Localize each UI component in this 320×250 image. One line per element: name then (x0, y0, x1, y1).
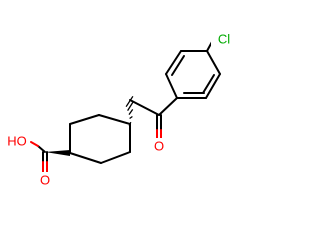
carboxyl-oxygen-label: O (40, 173, 50, 188)
ring-bond (69, 114, 100, 125)
aryl-bond (158, 97, 178, 116)
chlorine-label: Cl (218, 32, 230, 47)
methylene-bond (129, 99, 160, 116)
ring-bond (98, 114, 131, 125)
hydroxyl-label: HO (7, 134, 27, 149)
benzene-ring (165, 50, 221, 99)
carboxylic-acid (30, 141, 48, 173)
cyclohexane-ring (69, 114, 131, 164)
hashed-stereo-bond (125, 95, 134, 127)
ring-bond (100, 151, 131, 164)
ketone-double-bond (156, 114, 162, 139)
ketone-oxygen-label: O (154, 139, 164, 154)
chemical-structure: Cl O HO O (7, 31, 231, 188)
ring-bond (69, 152, 102, 164)
wedge-stereo-bond (45, 150, 70, 156)
